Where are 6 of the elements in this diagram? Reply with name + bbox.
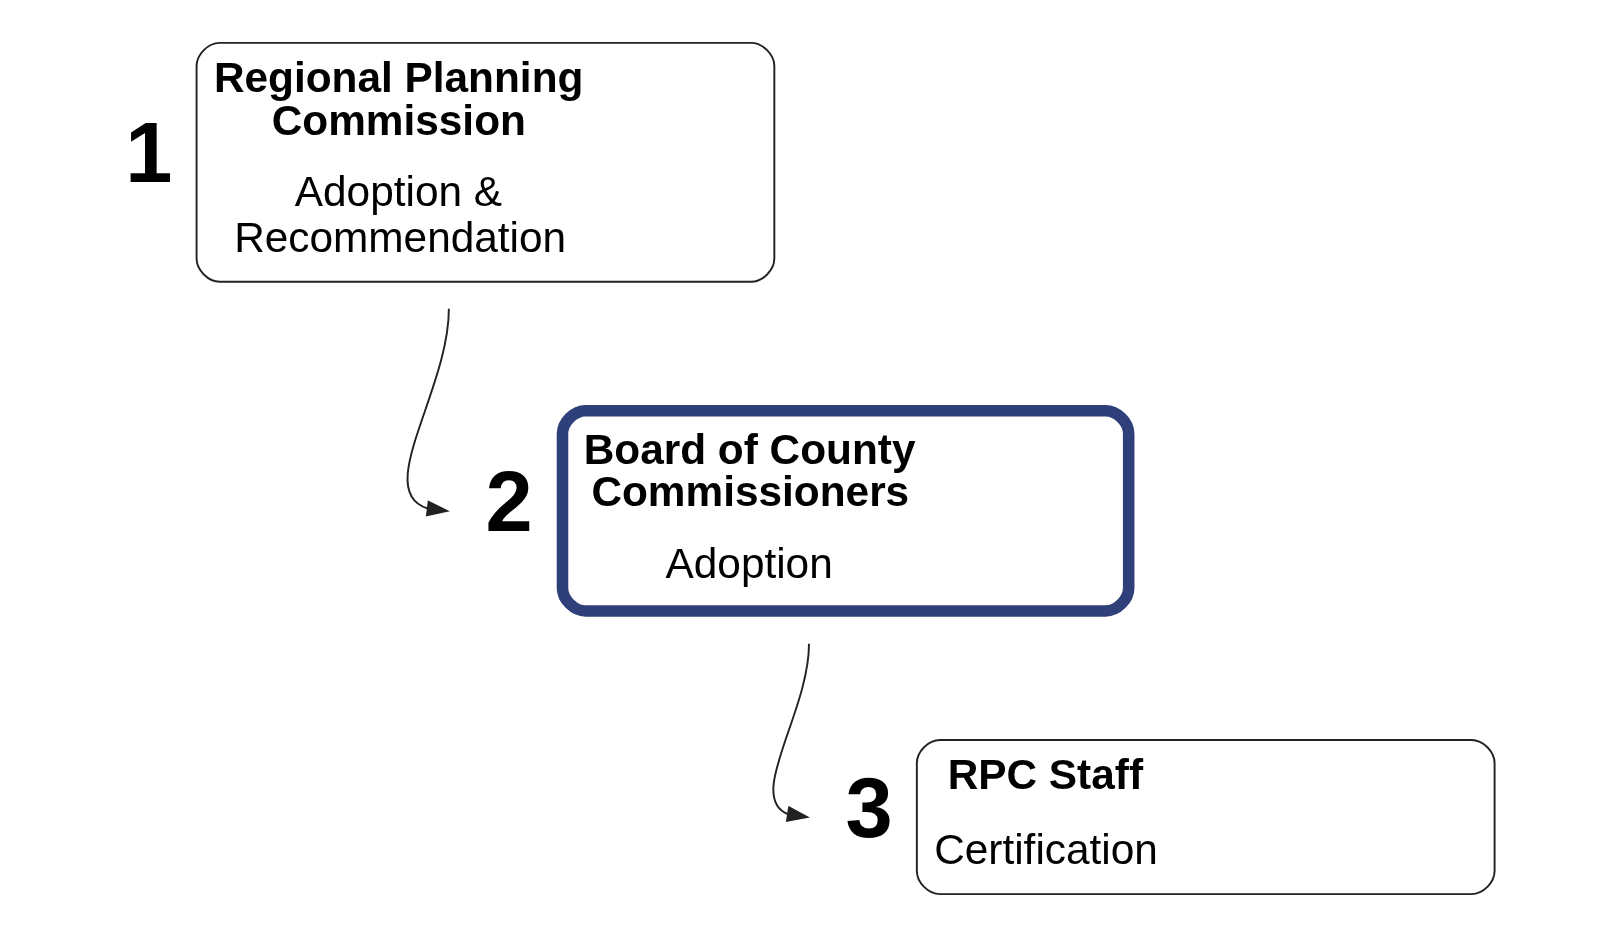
node-label: 3 [845, 759, 893, 855]
node-box: Board of County Commissioners Adoption [556, 404, 1134, 617]
node-label: 2 [484, 453, 533, 549]
arrow [406, 307, 450, 517]
node-label: 1 [124, 104, 172, 200]
arrow [771, 642, 810, 822]
